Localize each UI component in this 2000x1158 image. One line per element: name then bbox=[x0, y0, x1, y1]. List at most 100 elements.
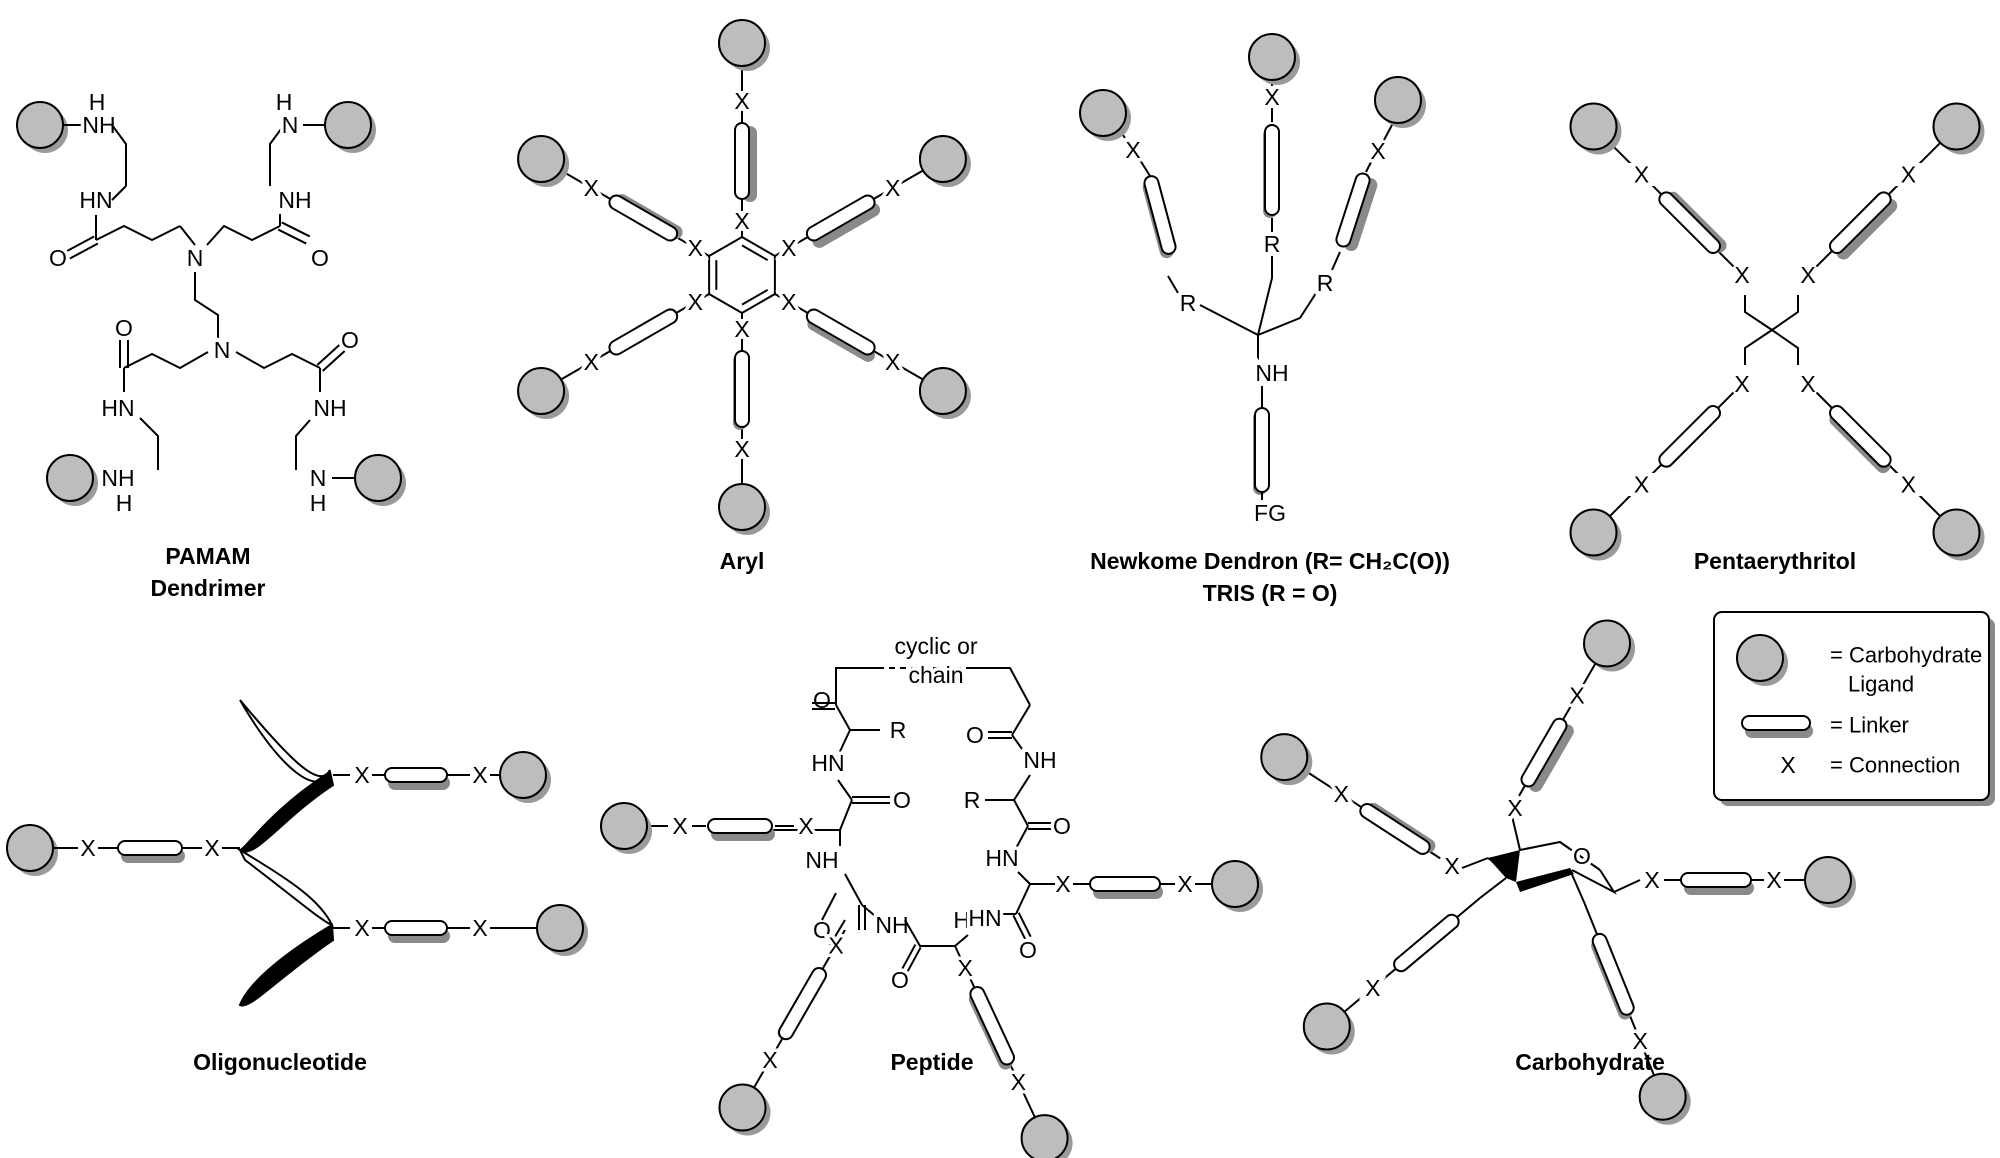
bond bbox=[1815, 391, 1833, 409]
atom-label: H bbox=[276, 89, 293, 115]
bond-chain bbox=[1017, 871, 1031, 885]
ligand-circle bbox=[324, 101, 372, 149]
atom-label: R bbox=[890, 717, 907, 743]
atom-label: X bbox=[472, 915, 487, 941]
atom-label: NH bbox=[278, 187, 311, 213]
bond-chain bbox=[123, 351, 209, 370]
bond bbox=[560, 366, 584, 381]
atom-label: X bbox=[584, 349, 599, 375]
atom-label: H bbox=[310, 490, 327, 516]
bond-chain bbox=[1613, 879, 1641, 893]
atom-label: X bbox=[1507, 795, 1522, 821]
atom-label: N bbox=[187, 245, 204, 271]
linker bbox=[608, 194, 683, 242]
bond-chain bbox=[1257, 289, 1319, 336]
atom-label: X bbox=[204, 835, 219, 861]
linker-capsule bbox=[1520, 717, 1568, 788]
bond-chain bbox=[1013, 825, 1029, 853]
strand-white bbox=[237, 847, 335, 927]
bond bbox=[703, 252, 710, 257]
carbohydrate-ligand bbox=[1248, 33, 1300, 85]
strand-black bbox=[236, 770, 335, 853]
bond bbox=[65, 235, 95, 253]
atom-label: X bbox=[1766, 867, 1781, 893]
bond-chain bbox=[194, 272, 219, 338]
bond bbox=[873, 350, 885, 358]
benzene-ring bbox=[708, 235, 776, 315]
bond-chain bbox=[1139, 159, 1151, 177]
linker bbox=[1142, 175, 1177, 259]
atom-label: O bbox=[1019, 937, 1037, 963]
carbohydrate-ligand bbox=[6, 824, 58, 876]
bond bbox=[1887, 463, 1903, 479]
bond-chain bbox=[1744, 328, 1799, 365]
ligand-circle bbox=[1569, 508, 1618, 557]
linker bbox=[1089, 876, 1163, 899]
atom-label: N bbox=[310, 465, 327, 491]
bond bbox=[840, 929, 846, 938]
atom-label: X bbox=[957, 955, 972, 981]
bond-chain bbox=[1011, 704, 1031, 736]
linker-capsule bbox=[1254, 407, 1270, 493]
atom-label: NH bbox=[101, 465, 134, 491]
atom-label: NH bbox=[875, 912, 908, 938]
carbohydrate-ligand bbox=[1736, 634, 1788, 686]
atom-label: O bbox=[966, 722, 984, 748]
atom-label: X bbox=[1800, 262, 1815, 288]
atom-label: X bbox=[1177, 871, 1192, 897]
ligand-arm: XX bbox=[600, 802, 817, 854]
linker-capsule bbox=[805, 194, 876, 242]
carbohydrate-ligand bbox=[1302, 1002, 1355, 1055]
atom-label: X bbox=[1569, 682, 1584, 708]
bond bbox=[1717, 391, 1735, 409]
bond bbox=[1349, 798, 1362, 809]
linker bbox=[734, 122, 757, 202]
strand-white bbox=[239, 699, 331, 783]
pyranose-ring: O bbox=[1487, 840, 1617, 895]
bond-chain bbox=[179, 225, 196, 246]
linker bbox=[384, 767, 450, 790]
strand-black bbox=[238, 923, 335, 1007]
linker bbox=[1253, 407, 1270, 495]
ligand-circle bbox=[16, 101, 64, 149]
linker bbox=[1658, 404, 1722, 468]
atom-label: X bbox=[1800, 371, 1815, 397]
bond bbox=[1017, 912, 1032, 938]
ligand-arm: X bbox=[1518, 619, 1635, 797]
scaffold-title: Newkome Dendron (R= CH₂C(O)) bbox=[1090, 548, 1450, 574]
wedge-bond bbox=[1488, 850, 1520, 882]
atom-label: X bbox=[734, 316, 749, 342]
linker-capsule bbox=[805, 308, 876, 356]
linker bbox=[384, 920, 450, 943]
bond-chain bbox=[269, 124, 285, 186]
linker bbox=[968, 986, 1015, 1070]
atom-label: O bbox=[813, 687, 831, 713]
bond-chain bbox=[295, 419, 311, 470]
bond bbox=[1647, 180, 1663, 196]
ligand-circle bbox=[718, 19, 766, 67]
carbohydrate-ligand bbox=[499, 751, 551, 803]
linker-capsule bbox=[384, 767, 448, 783]
linker bbox=[733, 350, 750, 430]
ligand-arm: XX bbox=[774, 135, 971, 265]
atom-label: X bbox=[762, 1047, 777, 1073]
bond bbox=[1581, 662, 1597, 688]
bond-chain bbox=[837, 779, 853, 801]
bond bbox=[281, 221, 311, 238]
carbohydrate-ligand bbox=[718, 19, 770, 71]
bond bbox=[774, 1037, 784, 1052]
bond bbox=[1379, 967, 1397, 983]
carbohydrate-ligand bbox=[1932, 508, 1985, 561]
bond-chain bbox=[1365, 159, 1373, 173]
carbohydrate-ligand bbox=[1260, 733, 1313, 786]
ligand-arm: X bbox=[1260, 733, 1441, 860]
bond-chain bbox=[1479, 877, 1507, 899]
bond bbox=[900, 366, 924, 381]
ligand-circle bbox=[499, 751, 547, 799]
atom-label: O bbox=[1053, 813, 1071, 839]
ligand-circle bbox=[718, 483, 766, 531]
carbohydrate-ligand bbox=[1079, 89, 1131, 141]
